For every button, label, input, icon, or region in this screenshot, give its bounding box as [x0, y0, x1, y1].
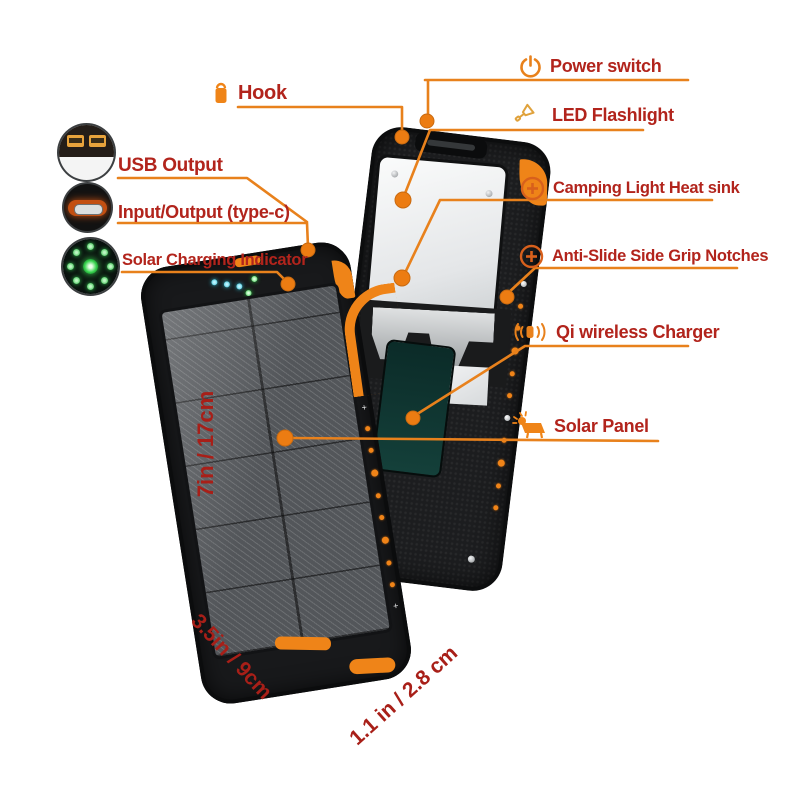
hook-icon — [212, 80, 230, 106]
anti-slide-callout-line — [505, 266, 739, 296]
hook-dot — [394, 129, 410, 145]
solar-indicator-label: Solar Charging Indicator — [122, 251, 308, 269]
solar-panel-icon — [512, 411, 546, 441]
indicator-dot — [280, 276, 296, 292]
qi-wireless-label: Qi wireless Charger — [512, 320, 720, 344]
hook-callout-line — [236, 105, 404, 134]
anti-slide-dot — [499, 289, 515, 305]
led-flashlight-callout-line — [402, 128, 645, 198]
power-switch-label: Power switch — [519, 55, 662, 78]
qi-dot — [405, 410, 421, 426]
charging-indicator-photo-circle — [63, 239, 118, 294]
indicator-callout-line — [120, 270, 289, 284]
camping-heatsink-callout-line — [402, 198, 714, 277]
led-flashlight-label: LED Flashlight — [514, 101, 674, 129]
led-flashlight-dot — [394, 191, 412, 209]
type-c-label: Input/Output (type-c) — [118, 202, 290, 222]
type-c-callout-line — [116, 221, 310, 249]
solar-panel-callout-line — [288, 436, 660, 443]
plus-circle-icon — [520, 176, 545, 201]
plus-circle-icon — [519, 244, 544, 269]
solar-panel-dot — [276, 429, 294, 447]
solar-panel-label: Solar Panel — [512, 411, 649, 441]
anti-slide-label: Anti-Slide Side Grip Notches — [519, 244, 769, 269]
qi-callout-line — [412, 344, 690, 418]
type-c-dot — [300, 242, 316, 258]
flashlight-icon — [514, 101, 544, 129]
camping-heatsink-label: Camping Light Heat sink — [520, 176, 740, 201]
hook-label: Hook — [212, 80, 287, 106]
usb-ports-photo-circle — [59, 125, 114, 180]
power-switch-dot — [419, 113, 435, 129]
wireless-charge-icon — [512, 320, 548, 344]
dimension-height: 7in / 17cm — [193, 390, 218, 498]
type-c-port-photo-circle — [64, 184, 111, 231]
power-switch-callout-line — [423, 78, 690, 119]
camping-heatsink-dot — [393, 269, 411, 287]
usb-output-label: USB Output — [118, 155, 223, 176]
usb-output-callout-line — [116, 176, 309, 224]
power-icon — [519, 55, 542, 78]
